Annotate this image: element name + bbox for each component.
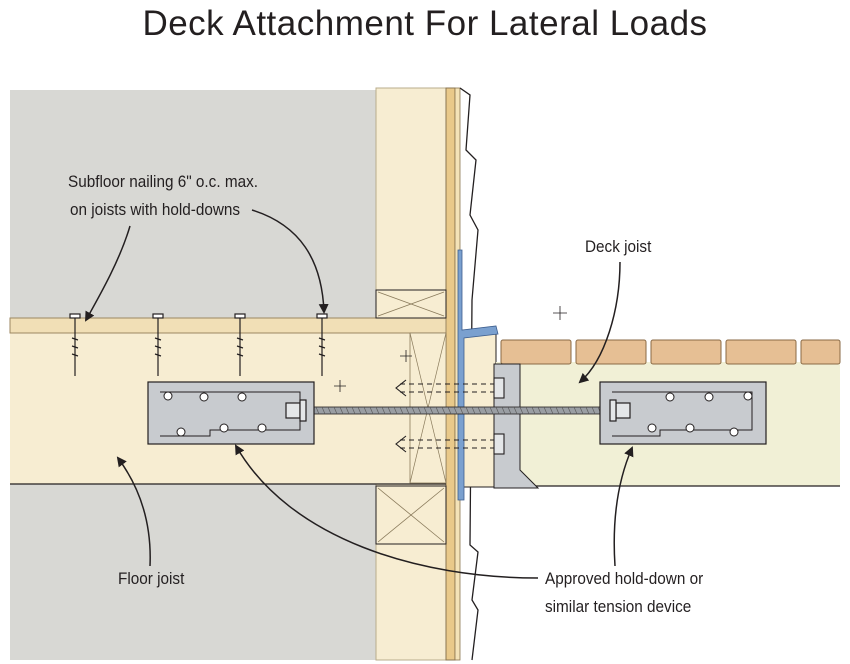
joist-hanger bbox=[493, 363, 540, 489]
label-hold-down-line2: similar tension device bbox=[545, 597, 692, 616]
deck-boards bbox=[500, 339, 841, 365]
sheathing bbox=[445, 87, 456, 661]
hold-down-right bbox=[599, 381, 767, 445]
threaded-rod bbox=[289, 406, 650, 415]
label-subfloor-line2: on joists with hold-downs bbox=[70, 200, 241, 219]
leader-floor-joist bbox=[116, 456, 151, 567]
page-title: Deck Attachment For Lateral Loads bbox=[142, 4, 708, 43]
leader-hold-down-left bbox=[235, 444, 539, 579]
ledger-fasteners bbox=[395, 377, 505, 455]
leader-subfloor-left bbox=[85, 225, 131, 322]
subfloor bbox=[9, 317, 447, 334]
label-deck-joist: Deck joist bbox=[585, 237, 652, 256]
blocking-top bbox=[375, 289, 447, 319]
label-subfloor-line1: Subfloor nailing 6" o.c. max. bbox=[68, 172, 258, 191]
registration-marks bbox=[334, 306, 567, 392]
leader-subfloor-right bbox=[251, 209, 329, 314]
subfloor-nails bbox=[69, 313, 328, 376]
label-hold-down-line1: Approved hold-down or bbox=[545, 569, 704, 588]
flashing bbox=[457, 249, 499, 501]
blocking-bottom bbox=[375, 485, 447, 545]
leader-hold-down-right bbox=[613, 446, 634, 567]
label-floor-joist: Floor joist bbox=[118, 569, 185, 588]
leader-deck-joist bbox=[578, 261, 621, 384]
siding-profile bbox=[459, 87, 479, 661]
hold-down-left bbox=[147, 381, 315, 445]
callout-leaders bbox=[85, 209, 634, 579]
